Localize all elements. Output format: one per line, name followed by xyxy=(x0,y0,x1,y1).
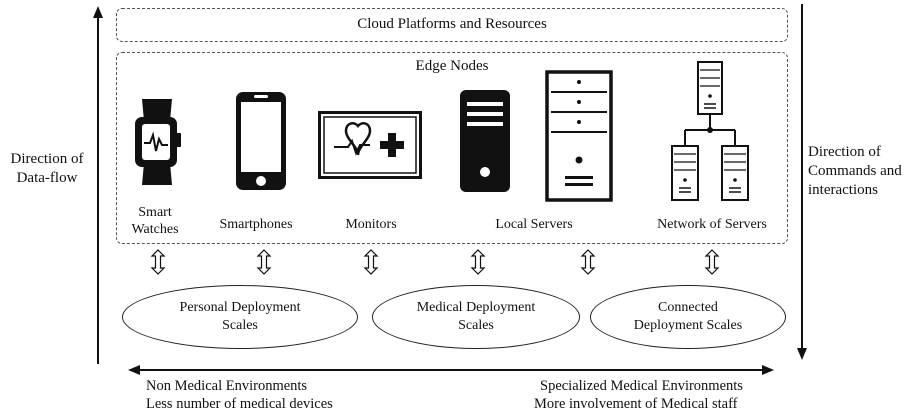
monitors-label: Monitors xyxy=(345,217,397,232)
rack-server-icon xyxy=(545,70,613,202)
smartwatch-icon xyxy=(135,99,181,185)
environment-scale-arrow xyxy=(128,365,774,375)
tower-server-icon xyxy=(460,90,510,192)
smartphones-label: Smartphones xyxy=(219,217,293,232)
specialized-medical-environments-label: Specialized Medical Environments xyxy=(540,378,743,394)
double-arrow-icon xyxy=(363,249,379,275)
data-flow-label: Direction of Data-flow xyxy=(10,151,84,186)
connected-deployment-scales: Connected Deployment Scales xyxy=(590,285,786,349)
personal-deployment-scales: Personal Deployment Scales xyxy=(122,285,358,349)
double-arrow-icon xyxy=(470,249,486,275)
heart-monitor-icon xyxy=(318,111,422,179)
connected-deployment-label: Connected Deployment Scales xyxy=(633,300,743,333)
double-arrow-icon xyxy=(704,249,720,275)
double-arrow-icon xyxy=(150,249,166,275)
smart-watches-label: Smart Watches xyxy=(131,205,179,237)
local-servers-label: Local Servers xyxy=(495,217,573,232)
commands-label: Direction of Commands and interactions xyxy=(808,144,902,198)
double-arrow-icon xyxy=(580,249,596,275)
edge-nodes-label: Edge Nodes xyxy=(415,58,489,74)
commands-arrow xyxy=(797,4,807,360)
cloud-platforms-box: Cloud Platforms and Resources xyxy=(116,8,788,42)
data-flow-arrow xyxy=(93,6,103,364)
network-of-servers-label: Network of Servers xyxy=(657,217,767,232)
server-network-icon xyxy=(671,61,749,201)
less-medical-devices-label: Less number of medical devices xyxy=(146,396,333,412)
more-medical-staff-label: More involvement of Medical staff xyxy=(534,396,738,412)
medical-deployment-scales: Medical Deployment Scales xyxy=(372,285,580,349)
medical-deployment-label: Medical Deployment Scales xyxy=(416,300,536,333)
edge-nodes-box: Edge Nodes xyxy=(116,52,788,244)
non-medical-environments-label: Non Medical Environments xyxy=(146,378,308,394)
double-arrow-icon xyxy=(256,249,272,275)
cloud-label: Cloud Platforms and Resources xyxy=(357,16,547,32)
smartphone-icon xyxy=(236,92,286,190)
personal-deployment-label: Personal Deployment Scales xyxy=(179,300,301,333)
